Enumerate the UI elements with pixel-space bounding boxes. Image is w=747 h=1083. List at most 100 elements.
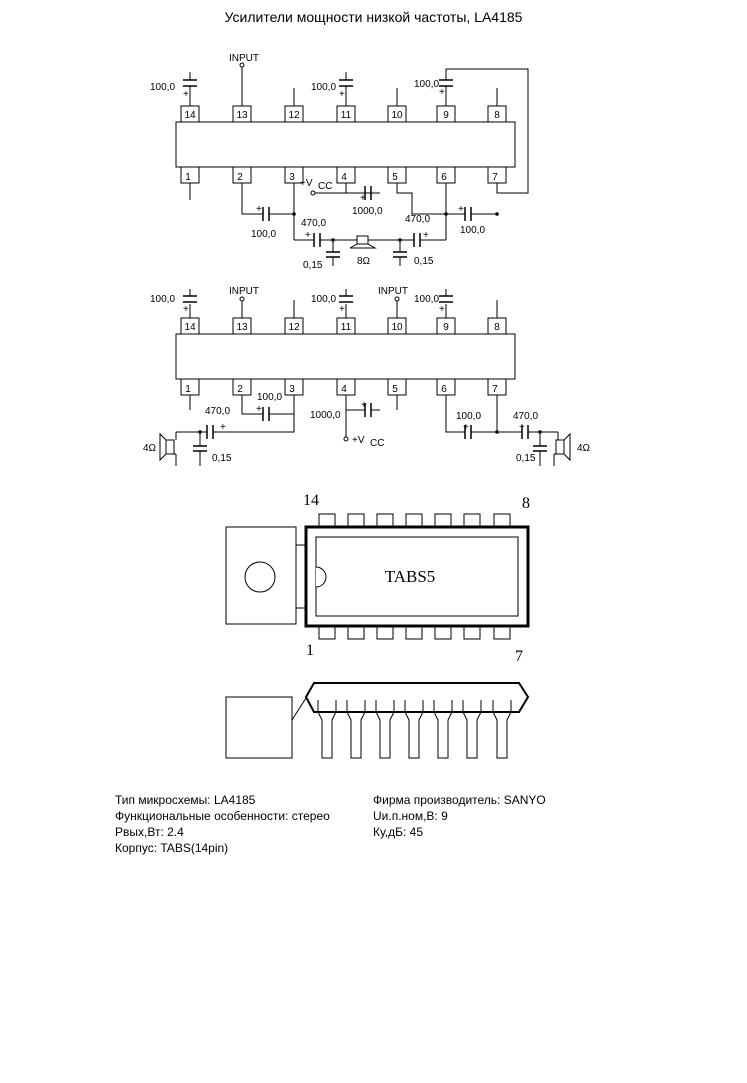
- vcc-terminal: [310, 190, 316, 196]
- pin-number-14: 14: [184, 322, 196, 333]
- cap-label: 100,0: [257, 392, 282, 403]
- pin-number-3: 3: [289, 172, 295, 183]
- wire: [241, 395, 263, 415]
- pin-number-2: 2: [237, 384, 243, 395]
- chip-features: Функциональные особенности: стерео: [115, 809, 330, 823]
- cap-label: 100,0: [456, 411, 481, 422]
- pin-number-5: 5: [392, 384, 398, 395]
- pin-number-9: 9: [443, 110, 449, 121]
- tab-bend: [291, 697, 307, 721]
- package-pin-bottom: [434, 625, 452, 640]
- pin-number-12: 12: [288, 110, 300, 121]
- pin-number-11: 11: [341, 110, 352, 121]
- chip-power: Рвых,Вт: 2.4: [115, 825, 184, 839]
- cap-label: 0,15: [516, 453, 536, 464]
- vcc-subscript: CC: [370, 438, 384, 449]
- package-pin-bottom: [493, 625, 511, 640]
- input-label: INPUT: [378, 286, 408, 297]
- speaker-4ohm-right: [555, 439, 565, 455]
- speaker-cone: [159, 432, 167, 462]
- polarity-mark: +: [458, 204, 464, 215]
- ic-body: [175, 333, 516, 380]
- polarity-mark: +: [220, 422, 226, 433]
- speaker-label: 8Ω: [357, 256, 371, 267]
- cap-label: 0,15: [414, 256, 434, 267]
- heatsink-side: [225, 696, 293, 759]
- speaker-label: 4Ω: [143, 443, 157, 454]
- junction-dot: [495, 430, 499, 434]
- polarity-mark: +: [360, 193, 366, 204]
- pin-number-1: 1: [185, 384, 191, 395]
- pin-number-4: 4: [341, 384, 347, 395]
- cap-label: 1000,0: [352, 206, 383, 217]
- ic-body: [175, 121, 516, 168]
- vcc-subscript: CC: [318, 181, 332, 192]
- package-pin-top: [376, 513, 394, 528]
- package-pin-bottom: [318, 625, 336, 640]
- speaker-cone: [349, 243, 377, 249]
- pin-number-8: 8: [494, 110, 500, 121]
- polarity-mark: +: [305, 230, 311, 241]
- cap-label: 470,0: [405, 214, 430, 225]
- pin-number-6: 6: [441, 172, 447, 183]
- polarity-mark: +: [439, 87, 445, 98]
- package-pin-bottom: [463, 625, 481, 640]
- cap-label: 0,15: [303, 260, 323, 271]
- cap-label: 100,0: [251, 229, 276, 240]
- package-label: TABS5: [385, 567, 436, 586]
- cap-label: 100,0: [460, 225, 485, 236]
- chip-info-right: Фирма производитель: SANYO Uи.п.ном,В: 9…: [373, 792, 546, 840]
- pin1-notch: [315, 566, 327, 588]
- cap-label: 100,0: [150, 294, 175, 305]
- polarity-mark: +: [183, 89, 189, 100]
- pin-number-13: 13: [236, 322, 248, 333]
- package-pin-bottom: [347, 625, 365, 640]
- package-pin-top: [434, 513, 452, 528]
- vcc-label: +V: [300, 178, 313, 189]
- pin-number-10: 10: [391, 110, 403, 121]
- pin-number-4: 4: [341, 172, 347, 183]
- page-title: Усилители мощности низкой частоты, LA418…: [224, 9, 523, 25]
- wire: [213, 395, 295, 433]
- wire: [445, 395, 465, 433]
- wire: [445, 68, 529, 194]
- pin-number-10: 10: [391, 322, 403, 333]
- polarity-mark: +: [183, 304, 189, 315]
- cap-label: 100,0: [150, 82, 175, 93]
- package-side-body: [304, 682, 530, 713]
- input-label: INPUT: [229, 286, 259, 297]
- cap-label: 100,0: [311, 82, 336, 93]
- package-side-view: [225, 682, 530, 759]
- pin-number-1: 1: [185, 172, 191, 183]
- package-pin-top: [493, 513, 511, 528]
- package-lead: [375, 700, 395, 759]
- polarity-mark: +: [519, 422, 525, 433]
- input-terminal: [394, 296, 400, 302]
- package-pin-bottom: [376, 625, 394, 640]
- polarity-mark: +: [463, 422, 469, 433]
- pin-number-8: 8: [494, 322, 500, 333]
- cap-label: 470,0: [513, 411, 538, 422]
- pin-number-3: 3: [289, 384, 295, 395]
- cap-label: 100,0: [414, 79, 439, 90]
- chip-type: Тип микросхемы: LA4185: [115, 793, 256, 807]
- pin-number-2: 2: [237, 172, 243, 183]
- input-terminal: [239, 62, 245, 68]
- pin-number-7: 7: [492, 384, 498, 395]
- pin-number-7: 7: [492, 172, 498, 183]
- pin-number-6: 6: [441, 384, 447, 395]
- cap-label: 100,0: [414, 294, 439, 305]
- package-lead: [433, 700, 453, 759]
- package-lead: [346, 700, 366, 759]
- chip-maker: Фирма производитель: SANYO: [373, 793, 546, 807]
- cap-label: 0,15: [212, 453, 232, 464]
- package-lead: [462, 700, 482, 759]
- package-pin-top: [463, 513, 481, 528]
- polarity-mark: +: [423, 230, 429, 241]
- cap-label: 470,0: [301, 218, 326, 229]
- pin-number-11: 11: [341, 322, 352, 333]
